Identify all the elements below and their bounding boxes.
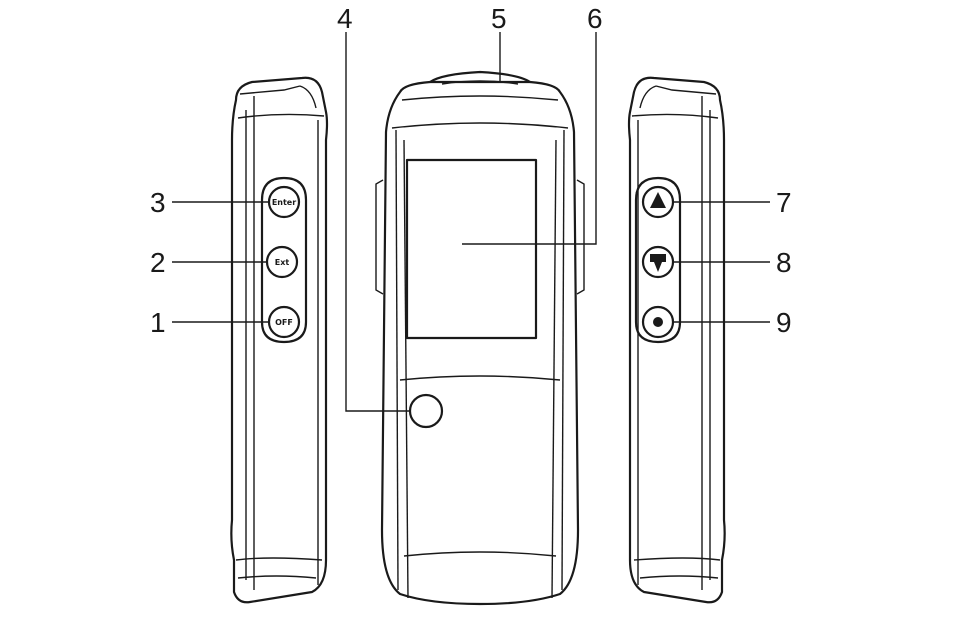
callout-1: 1 bbox=[150, 307, 166, 338]
backlight-button[interactable] bbox=[641, 305, 675, 339]
callout-4: 4 bbox=[337, 3, 353, 34]
callout-5: 5 bbox=[491, 3, 507, 34]
left-button-recess bbox=[260, 176, 308, 344]
sensor-cap bbox=[428, 70, 532, 84]
exit-button-label: Ext bbox=[275, 258, 290, 267]
leader-lines bbox=[172, 32, 770, 412]
callout-3: 3 bbox=[150, 187, 166, 218]
left-side-view: Enter Ext OFF bbox=[230, 76, 329, 604]
up-button[interactable] bbox=[641, 185, 675, 219]
callout-numbers: 3 2 1 4 5 6 7 8 9 bbox=[150, 3, 792, 338]
arrow-up-icon bbox=[650, 192, 666, 208]
front-button[interactable] bbox=[408, 393, 444, 429]
backlight-icon bbox=[653, 317, 663, 327]
power-button-label: OFF bbox=[275, 318, 293, 327]
callout-9: 9 bbox=[776, 307, 792, 338]
front-view bbox=[375, 70, 585, 606]
display-screen bbox=[405, 158, 538, 340]
arrow-down-icon bbox=[650, 254, 666, 272]
enter-button[interactable]: Enter bbox=[267, 185, 301, 219]
power-button[interactable]: OFF bbox=[267, 305, 301, 339]
leader-6 bbox=[462, 32, 597, 245]
callout-2: 2 bbox=[150, 247, 166, 278]
leader-4 bbox=[345, 32, 410, 412]
callout-7: 7 bbox=[776, 187, 792, 218]
down-button[interactable] bbox=[641, 245, 675, 279]
exit-button[interactable]: Ext bbox=[265, 245, 299, 279]
right-side-view bbox=[627, 76, 726, 604]
callout-8: 8 bbox=[776, 247, 792, 278]
callout-6: 6 bbox=[587, 3, 603, 34]
enter-button-label: Enter bbox=[272, 198, 296, 207]
